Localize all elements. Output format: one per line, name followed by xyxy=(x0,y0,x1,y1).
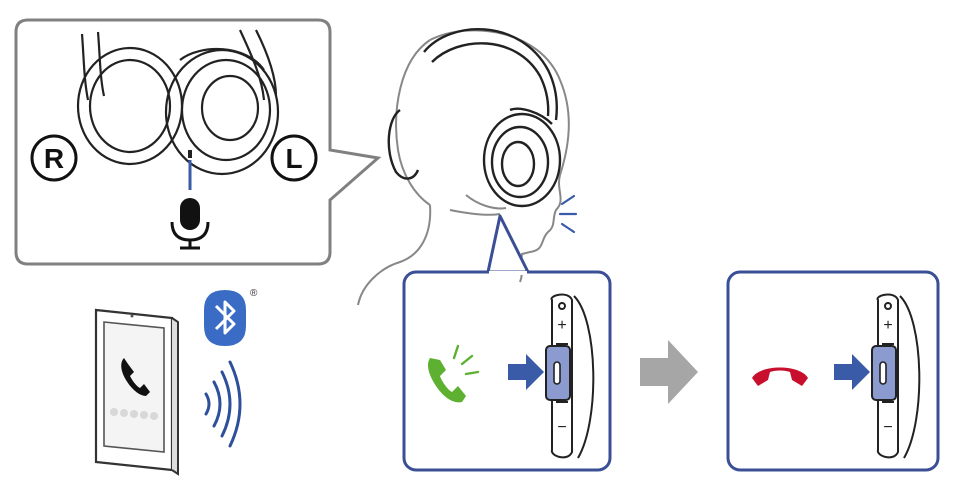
mic-pinhole xyxy=(188,150,192,158)
phone-ringing-icon xyxy=(428,344,480,403)
end-call-panel: + − xyxy=(726,270,940,472)
microphone-icon xyxy=(170,198,210,250)
dial-dots xyxy=(110,408,158,420)
right-ear-marker: R xyxy=(30,134,78,182)
worn-headphones xyxy=(387,28,562,208)
smartphone xyxy=(94,308,179,476)
registered-mark: ® xyxy=(250,288,258,299)
left-ear-marker: L xyxy=(270,134,318,182)
left-ear-label: L xyxy=(285,143,302,174)
bluetooth-icon xyxy=(204,290,246,346)
volume-minus-label: − xyxy=(883,419,892,436)
phone-hangup-icon xyxy=(752,367,808,386)
phone-icon xyxy=(121,358,150,396)
arrow-right-icon xyxy=(834,354,870,390)
headphones-closeup-callout: R L xyxy=(14,18,382,266)
answer-call-panel: + − xyxy=(402,214,612,472)
volume-minus-label: − xyxy=(557,419,566,436)
process-arrow xyxy=(640,340,698,404)
wireless-signal-icon xyxy=(204,360,242,448)
volume-plus-label: + xyxy=(557,317,566,334)
person-with-headphones xyxy=(357,29,570,306)
volume-plus-label: + xyxy=(883,317,892,334)
voice-lines xyxy=(558,194,578,234)
right-ear-label: R xyxy=(44,143,64,174)
arrow-right-icon xyxy=(508,354,544,390)
headphones-closeup xyxy=(76,29,280,176)
